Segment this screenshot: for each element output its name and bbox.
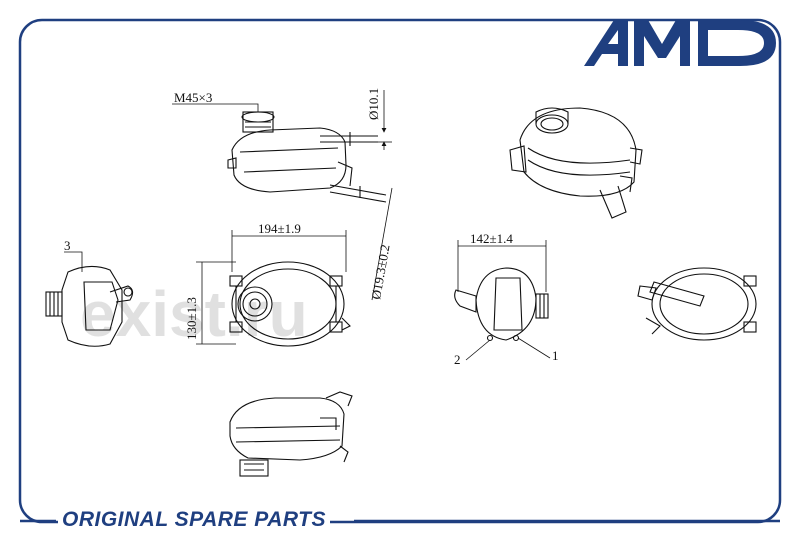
thread-dimension: M45×3 xyxy=(174,90,212,105)
view-left-end xyxy=(45,265,134,347)
view-far-right xyxy=(637,267,757,341)
view-isometric xyxy=(509,107,643,219)
view-plan xyxy=(229,261,351,347)
view-bottom xyxy=(229,391,353,477)
callout-2: 2 xyxy=(454,352,461,367)
amd-logo xyxy=(584,20,776,66)
small-pipe-diameter: Ø10.1 xyxy=(366,88,381,120)
length-dimension: 194±1.9 xyxy=(258,221,301,236)
footer-tagline: ORIGINAL SPARE PARTS xyxy=(58,508,330,532)
callout-3: 3 xyxy=(64,238,71,253)
width-dimension: 130±1.3 xyxy=(184,297,199,340)
callout-1: 1 xyxy=(552,348,559,363)
dimension-lines xyxy=(64,90,551,361)
large-pipe-diameter: Ø19.3±0.2 xyxy=(368,243,392,300)
depth-dimension: 142±1.4 xyxy=(470,231,513,246)
view-side-top xyxy=(227,111,387,203)
view-right-end xyxy=(454,267,549,342)
watermark-text: exist.ru xyxy=(80,278,308,350)
